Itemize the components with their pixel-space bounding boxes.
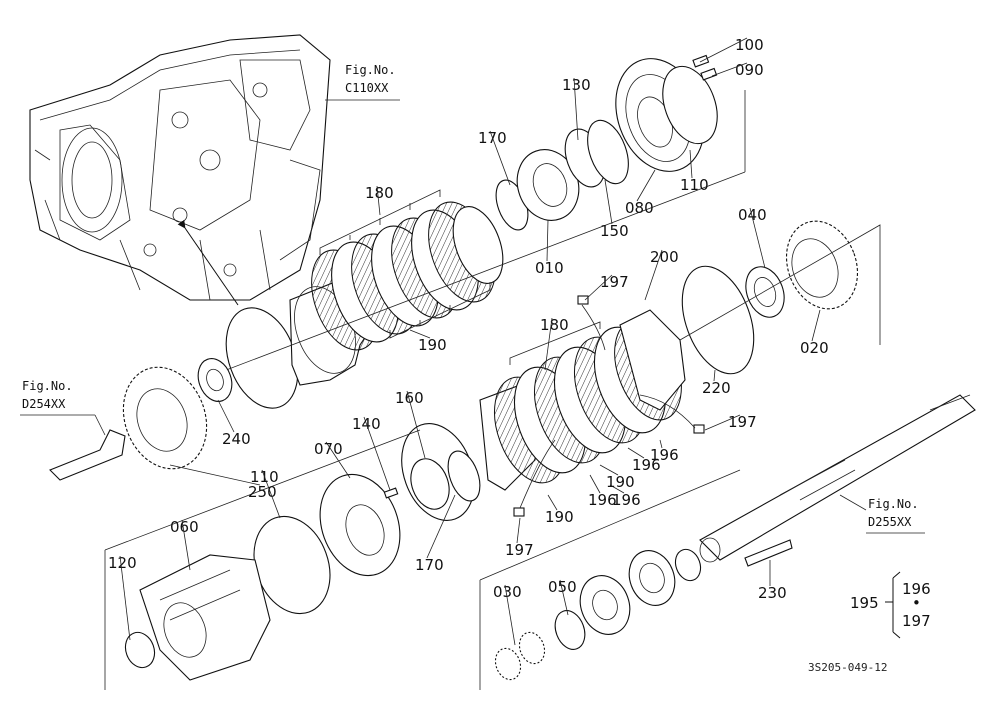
part-label-180: 180 <box>365 184 394 202</box>
part-label-170: 170 <box>415 556 444 574</box>
leader-line <box>711 62 748 77</box>
leader-line <box>261 469 281 519</box>
leader-line <box>699 37 748 63</box>
part-label-190: 190 <box>606 473 635 491</box>
part-label-240: 240 <box>222 430 251 448</box>
fig-ref-d254xx: Fig.No. D254XX <box>20 379 106 436</box>
drawing-code: 3S205-049-12 <box>808 661 887 674</box>
part-label-190: 190 <box>418 336 447 354</box>
leader-line <box>504 584 516 646</box>
leader-line <box>604 179 613 225</box>
leader-line <box>376 185 381 216</box>
leader-line <box>169 464 261 486</box>
leader-line <box>426 494 456 559</box>
leader-line <box>749 207 766 269</box>
gear-250-group <box>49 358 233 481</box>
gear-020-group <box>681 220 859 375</box>
leader-line <box>584 274 613 301</box>
part-label-190: 190 <box>545 508 574 526</box>
fig-ref-title: Fig.No. <box>868 497 919 511</box>
leader-line <box>546 219 549 262</box>
part-label-230: 230 <box>758 584 787 602</box>
main-shaft <box>479 394 976 690</box>
fig-ref-d255xx: Fig.No. D255XX <box>839 494 925 534</box>
part-label-010: 010 <box>535 259 564 277</box>
leader-line <box>689 149 693 179</box>
leader-line <box>704 414 741 431</box>
leader-line <box>573 77 579 141</box>
part-label-250: 250 <box>248 483 277 501</box>
leader-line <box>119 555 131 641</box>
kit-195-separator: • <box>912 594 921 612</box>
part-label-197: 197 <box>505 541 534 559</box>
leader-line <box>644 249 663 301</box>
kit-195-label: 195 <box>850 594 879 612</box>
part-label-197: 197 <box>600 273 629 291</box>
kit-195: 195 196 • 197 <box>850 571 931 639</box>
leader-line <box>636 169 656 202</box>
transmission-housing <box>29 34 331 301</box>
leader-line <box>609 484 625 494</box>
part-label-100: 100 <box>735 36 764 54</box>
leader-line <box>544 317 553 371</box>
leader-line <box>217 399 235 433</box>
fig-ref-code: D254XX <box>22 397 66 411</box>
lower-clutch-pack <box>104 224 881 690</box>
leader-line <box>516 517 521 544</box>
leader-line <box>713 369 716 382</box>
fig-ref-code: C110XX <box>345 81 389 95</box>
leader-line <box>325 441 351 479</box>
leader-line <box>363 416 391 491</box>
leader-line <box>409 329 431 339</box>
upper-clutch-pack <box>199 54 746 409</box>
leader-line <box>811 309 821 342</box>
part-label-040: 040 <box>738 206 767 224</box>
part-label-196: 196 <box>588 491 617 509</box>
part-label-130: 130 <box>562 76 591 94</box>
part-label-150: 150 <box>600 222 629 240</box>
part-label-220: 220 <box>702 379 731 397</box>
part-label-196: 196 <box>650 446 679 464</box>
assembly-arrow <box>177 219 239 306</box>
leader-line <box>406 390 426 459</box>
part-label-050: 050 <box>548 578 577 596</box>
leader-line <box>659 439 663 449</box>
fig-ref-title: Fig.No. <box>22 379 73 393</box>
kit-195-item-196: 196 <box>902 580 931 598</box>
fig-ref-code: D255XX <box>868 515 912 529</box>
part-label-080: 080 <box>625 199 654 217</box>
part-label-197: 197 <box>728 413 757 431</box>
part-label-060: 060 <box>170 518 199 536</box>
part-label-090: 090 <box>735 61 764 79</box>
leader-line <box>559 579 569 616</box>
part-labels: 100 090 130 170 080 110 150 010 180 200 197 040 020 1… <box>108 36 829 646</box>
part-label-160: 160 <box>395 389 424 407</box>
part-label-110: 110 <box>680 176 709 194</box>
part-label-196: 196 <box>612 491 641 509</box>
leader-line <box>627 447 645 459</box>
leader-line <box>489 130 511 186</box>
part-label-200: 200 <box>650 248 679 266</box>
part-label-070: 070 <box>314 440 343 458</box>
leader-line <box>181 519 191 571</box>
kit-195-item-197: 197 <box>902 612 931 630</box>
fig-ref-title: Fig.No. <box>345 63 396 77</box>
fig-ref-c110xx: Fig.No. C110XX <box>325 63 400 101</box>
part-label-120: 120 <box>108 554 137 572</box>
leader-line <box>599 464 619 476</box>
part-label-196: 196 <box>632 456 661 474</box>
leader-line <box>589 474 601 494</box>
part-label-020: 020 <box>800 339 829 357</box>
leader-line <box>547 494 558 511</box>
part-label-030: 030 <box>493 583 522 601</box>
part-label-180: 180 <box>540 316 569 334</box>
